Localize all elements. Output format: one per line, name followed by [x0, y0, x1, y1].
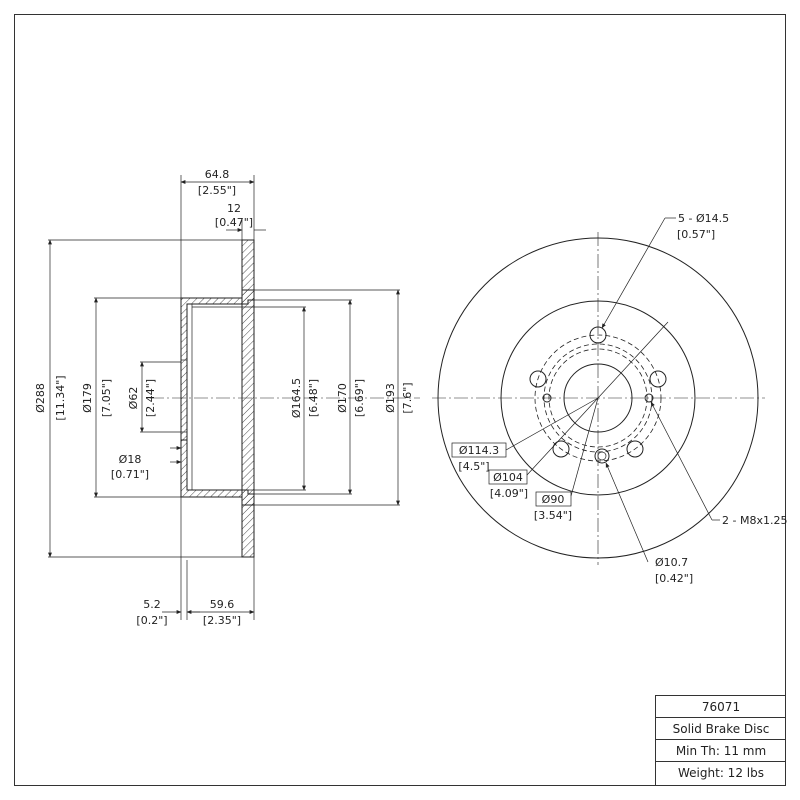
threaded-hole — [644, 393, 654, 403]
hub-pilot-mm: Ø18 — [119, 453, 142, 466]
side-view: 64.8 [2.55"] 12 [0.47"] Ø288 [11.34"] Ø1… — [34, 168, 420, 627]
hat-step-mm: Ø193 — [384, 383, 397, 413]
drawing-frame — [14, 14, 786, 786]
hat-wall-in: [0.2"] — [136, 614, 167, 627]
rotor-ring-section — [241, 239, 255, 558]
part-description: Solid Brake Disc — [656, 718, 786, 740]
hat-outer-in: [7.05"] — [100, 379, 113, 417]
hat-wall-mm: 5.2 — [143, 598, 161, 611]
bolt-circle-mm: Ø114.3 — [459, 444, 499, 457]
width-in: [2.55"] — [198, 184, 236, 197]
thickness-mm: 12 — [227, 202, 241, 215]
outer-diameter-in: [11.34"] — [54, 375, 67, 420]
threaded-holes-label: 2 - M8x1.25 — [722, 514, 787, 527]
hat-inner-in: [6.69"] — [353, 379, 366, 417]
bolt-holes-mm: 5 - Ø14.5 — [678, 212, 729, 225]
bolt-hole — [626, 440, 644, 458]
center-bore-in: [2.44"] — [144, 379, 157, 417]
front-view: 5 - Ø14.5 [0.57"] Ø114.3 [4.5"] Ø104 [4.… — [432, 212, 787, 585]
small-hole — [594, 448, 610, 464]
circle-90-in: [3.54"] — [534, 509, 572, 522]
bolt-hole — [552, 440, 570, 458]
bolt-circle-in: [4.5"] — [458, 460, 489, 473]
hat-height-mm: 59.6 — [210, 598, 235, 611]
circle-90-mm: Ø90 — [542, 493, 565, 506]
inner-bore-mm: Ø164.5 — [290, 378, 303, 418]
hat-inner-mm: Ø170 — [336, 383, 349, 413]
bolt-hole — [589, 326, 607, 344]
threaded-hole — [542, 393, 552, 403]
bolt-hole — [529, 370, 547, 388]
bolt-holes-in: [0.57"] — [677, 228, 715, 241]
min-thickness: Min Th: 11 mm — [656, 740, 786, 762]
hat-height-in: [2.35"] — [203, 614, 241, 627]
title-block: 76071 Solid Brake Disc Min Th: 11 mm Wei… — [655, 695, 786, 786]
width-mm: 64.8 — [205, 168, 230, 181]
small-hole-mm: Ø10.7 — [655, 556, 688, 569]
small-hole-in: [0.42"] — [655, 572, 693, 585]
circle-104-in: [4.09"] — [490, 487, 528, 500]
hat-outer-mm: Ø179 — [81, 383, 94, 413]
outer-diameter-mm: Ø288 — [34, 383, 47, 413]
bolt-hole — [649, 370, 667, 388]
circle-104-mm: Ø104 — [493, 471, 523, 484]
hub-pilot-in: [0.71"] — [111, 468, 149, 481]
thickness-in: [0.47"] — [215, 216, 253, 229]
weight: Weight: 12 lbs — [678, 766, 764, 780]
inner-bore-in: [6.48"] — [307, 379, 320, 417]
center-bore-mm: Ø62 — [127, 387, 140, 410]
part-number: 76071 — [656, 696, 786, 718]
hat-step-in: [7.6"] — [401, 382, 414, 413]
